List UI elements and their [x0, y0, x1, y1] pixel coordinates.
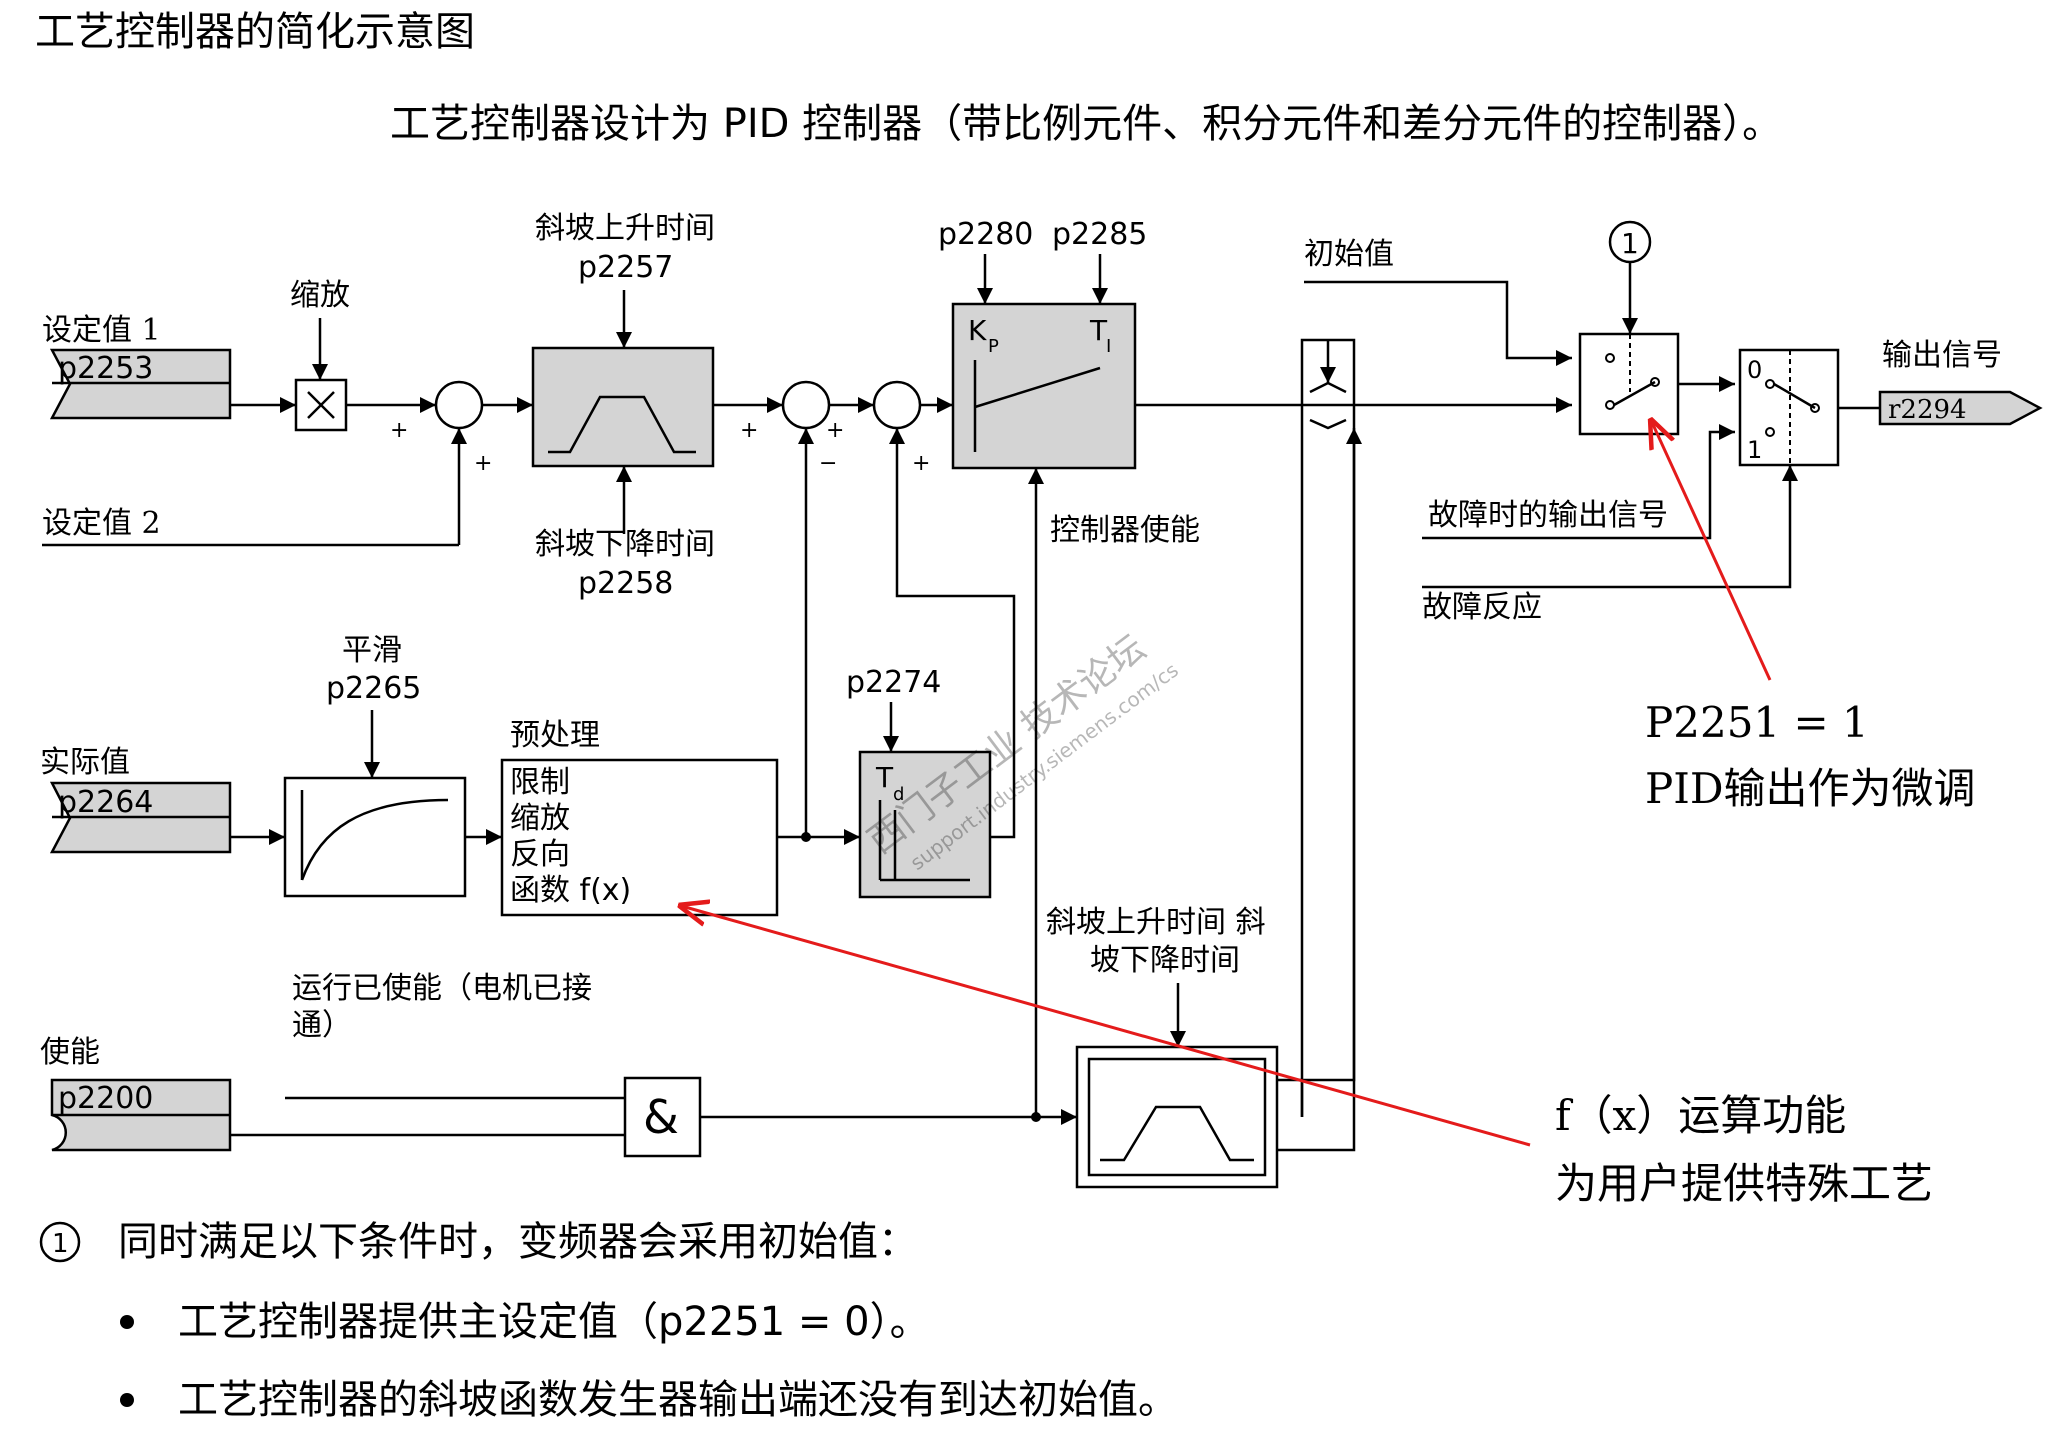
initial-value-label: 初始值 — [1304, 237, 1394, 272]
sum2-sign-b: + — [826, 418, 844, 443]
bullet-1 — [120, 1315, 134, 1329]
preprocess-item-invert: 反向 — [510, 837, 570, 872]
scale-label: 缩放 — [290, 278, 350, 313]
annotation-arrow-fx — [678, 905, 1531, 1147]
ti-param: p2285 — [1052, 217, 1147, 252]
and-symbol: & — [643, 1090, 679, 1144]
bullet-2 — [120, 1393, 134, 1407]
sum1-sign-a: + — [390, 418, 408, 443]
setpoint2-label: 设定值 2 — [42, 506, 161, 541]
kp-symbol: K — [968, 314, 987, 347]
ramp-function-block — [531, 346, 715, 468]
switch-pos-1: 1 — [1747, 436, 1762, 464]
smoothing-label: 平滑 — [342, 633, 402, 668]
actual-value-param: p2264 — [58, 785, 153, 820]
actual-value-label: 实际值 — [40, 745, 130, 780]
output-label: 输出信号 — [1882, 338, 2002, 373]
derivative-block — [858, 750, 992, 899]
note-condition: 同时满足以下条件时，变频器会采用初始值： — [118, 1219, 918, 1265]
ti-subscript: I — [1106, 336, 1111, 357]
fault-reaction-label: 故障反应 — [1422, 590, 1542, 625]
sum3-sign-a: + — [912, 451, 930, 476]
td-param: p2274 — [846, 665, 941, 700]
smoothing-param: p2265 — [326, 671, 421, 706]
fault-output-label: 故障时的输出信号 — [1428, 498, 1668, 533]
setpoint1-label: 设定值 1 — [42, 313, 161, 348]
run-enabled-line2: 通） — [292, 1008, 352, 1043]
annotation-pid-trim-line1: P2251 = 1 — [1645, 698, 1869, 747]
watermark-line1: 西门子工业 技术论坛 — [861, 628, 1154, 863]
kp-subscript: P — [988, 336, 999, 357]
annotation-arrow-pid-trim — [1650, 418, 1772, 681]
sum2-sign-a: + — [740, 418, 758, 443]
setpoint1-param: p2253 — [58, 351, 153, 386]
enable-label: 使能 — [40, 1035, 100, 1070]
run-enabled-line1: 运行已使能（电机已接 — [292, 971, 592, 1006]
page-title: 工艺控制器的简化示意图 — [35, 9, 475, 55]
condition-marker-number: 1 — [1621, 227, 1639, 260]
annotation-fx-line2: 为用户提供特殊工艺 — [1555, 1159, 1933, 1208]
controller-enable-label: 控制器使能 — [1050, 513, 1200, 548]
output-param: r2294 — [1888, 395, 1967, 425]
preprocess-block — [500, 758, 779, 917]
annotation-fx-line1: f（x）运算功能 — [1555, 1091, 1846, 1140]
enable-param: p2200 — [58, 1081, 153, 1116]
note-marker-circle — [39, 1221, 81, 1263]
ramp-up-param: p2257 — [578, 250, 673, 285]
intro-text: 工艺控制器设计为 PID 控制器（带比例元件、积分元件和差分元件的控制器）。 — [390, 101, 1782, 147]
switch-pos-0: 0 — [1747, 356, 1762, 384]
ramp-generator-block — [1075, 1045, 1279, 1189]
annotation-pid-trim-line2: PID输出作为微调 — [1645, 764, 1976, 813]
ti-symbol: T — [1089, 314, 1108, 347]
ramp-down-param: p2258 — [578, 566, 673, 601]
kp-param: p2280 — [938, 217, 1033, 252]
note-marker-number: 1 — [52, 1229, 69, 1259]
note-bullet1: 工艺控制器提供主设定值（p2251 = 0）。 — [178, 1299, 930, 1345]
summing-junction-1 — [434, 380, 484, 430]
smoothing-block — [283, 776, 467, 898]
summing-junction-3 — [872, 380, 922, 430]
ramp-down-label: 斜坡下降时间 — [535, 527, 715, 562]
ramp-up-label: 斜坡上升时间 — [535, 211, 715, 246]
output-connector — [1878, 390, 2043, 426]
sum2-sign-c: − — [819, 451, 837, 476]
preprocess-label: 预处理 — [510, 718, 600, 753]
note-bullet2: 工艺控制器的斜坡函数发生器输出端还没有到达初始值。 — [178, 1377, 1178, 1423]
preprocess-item-scale: 缩放 — [510, 801, 570, 836]
ramp-gen-line1: 斜坡上升时间 斜 — [1046, 905, 1266, 940]
sum1-sign-b: + — [474, 451, 492, 476]
preprocess-item-limit: 限制 — [510, 765, 570, 800]
td-symbol: T — [875, 761, 894, 794]
ramp-gen-line2: 坡下降时间 — [1090, 943, 1240, 978]
td-subscript: d — [893, 784, 904, 805]
hold-signal-frame — [1300, 338, 1356, 1082]
and-gate — [623, 1076, 702, 1158]
preprocess-item-function: 函数 f(x) — [510, 873, 631, 908]
summing-junction-2 — [781, 380, 831, 430]
